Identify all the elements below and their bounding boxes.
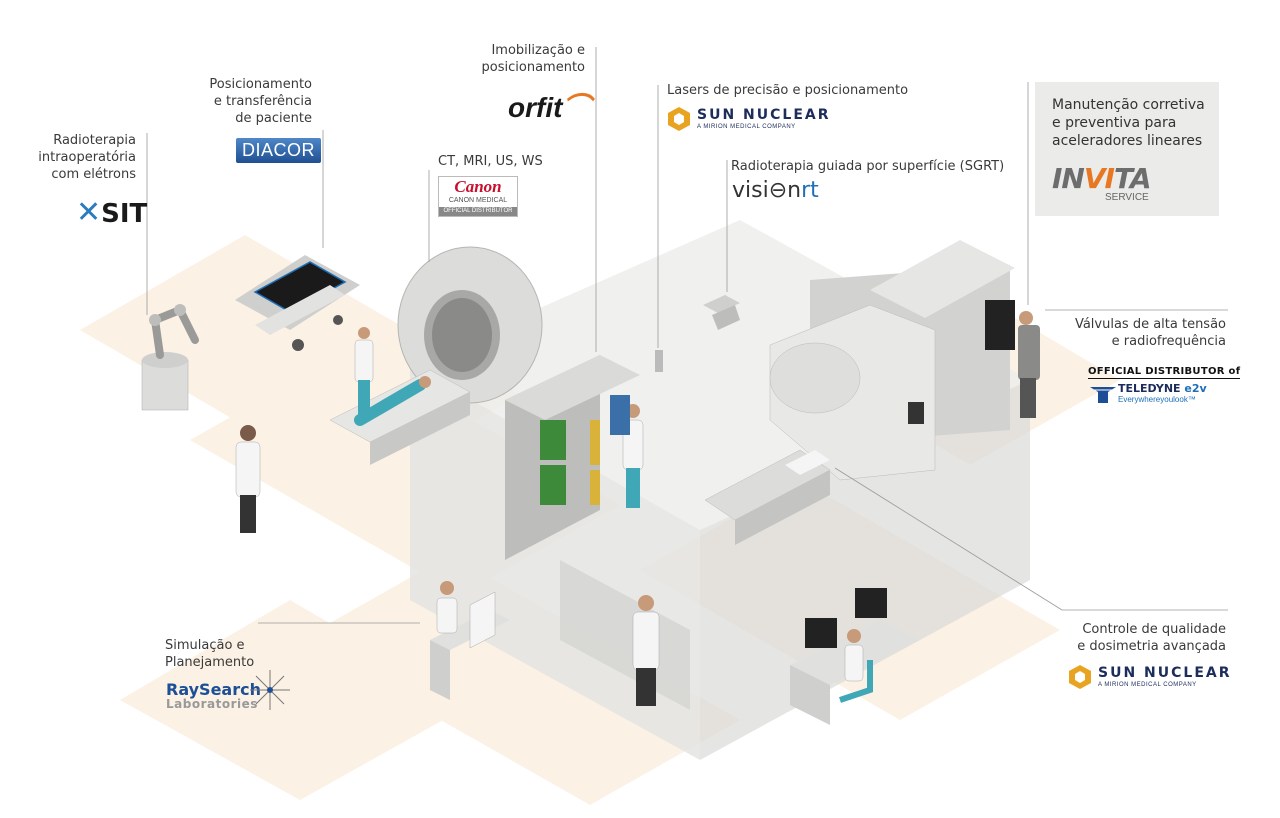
staff-doctor-left <box>235 425 261 533</box>
teledyne-logo: OFFICIAL DISTRIBUTOR of TELEDYNE e2v Eve… <box>1088 366 1241 404</box>
leader-lines <box>146 47 1228 624</box>
iort-robot <box>141 304 199 411</box>
diacor-logo: DIACOR <box>236 138 322 163</box>
patient-transfer-table <box>235 255 360 351</box>
storage-shelves <box>505 355 640 560</box>
label-imaging: CT, MRI, US, WS <box>438 154 543 169</box>
invita-service-text: SERVICE <box>1105 192 1149 203</box>
staff-doctor-walking <box>632 595 660 706</box>
staff-nurse-ct <box>354 327 374 415</box>
sun-nuclear-hex-icon <box>668 107 690 131</box>
teledyne-mark-icon <box>1090 387 1116 403</box>
staff-doctor-shelf <box>622 404 644 508</box>
canon-logo: Canon CANON MEDICAL OFFICIAL DISTRIBUTOR <box>438 176 518 217</box>
sgrt-camera <box>655 295 740 372</box>
sun-nuclear-logo-lasers: SUN NUCLEAR A MIRION MEDICAL COMPANY <box>667 106 831 132</box>
invita-logo: INVITA <box>1052 162 1152 195</box>
visionrt-logo: visi⊖nrt <box>732 178 819 203</box>
label-sgrt: Radioterapia guiada por superfície (SGRT… <box>731 159 1005 174</box>
staff <box>235 311 1040 706</box>
staff-technician <box>1018 311 1040 418</box>
raysearch-star-icon <box>250 670 290 710</box>
sun-nuclear-hex-icon <box>1069 665 1091 689</box>
planning-workstation <box>430 581 510 700</box>
orfit-logo: orfit⌒ <box>508 92 591 123</box>
label-lasers: Lasers de precisão e posicionamento <box>667 83 909 98</box>
qa-workstation <box>790 588 920 725</box>
ct-scanner <box>329 246 543 465</box>
linac <box>704 240 1015 545</box>
sun-nuclear-logo-qa: SUN NUCLEAR A MIRION MEDICAL COMPANY <box>1068 664 1232 690</box>
sit-logo: ✕SIT <box>76 195 148 230</box>
raysearch-logo: RaySearch Laboratories <box>166 680 261 711</box>
